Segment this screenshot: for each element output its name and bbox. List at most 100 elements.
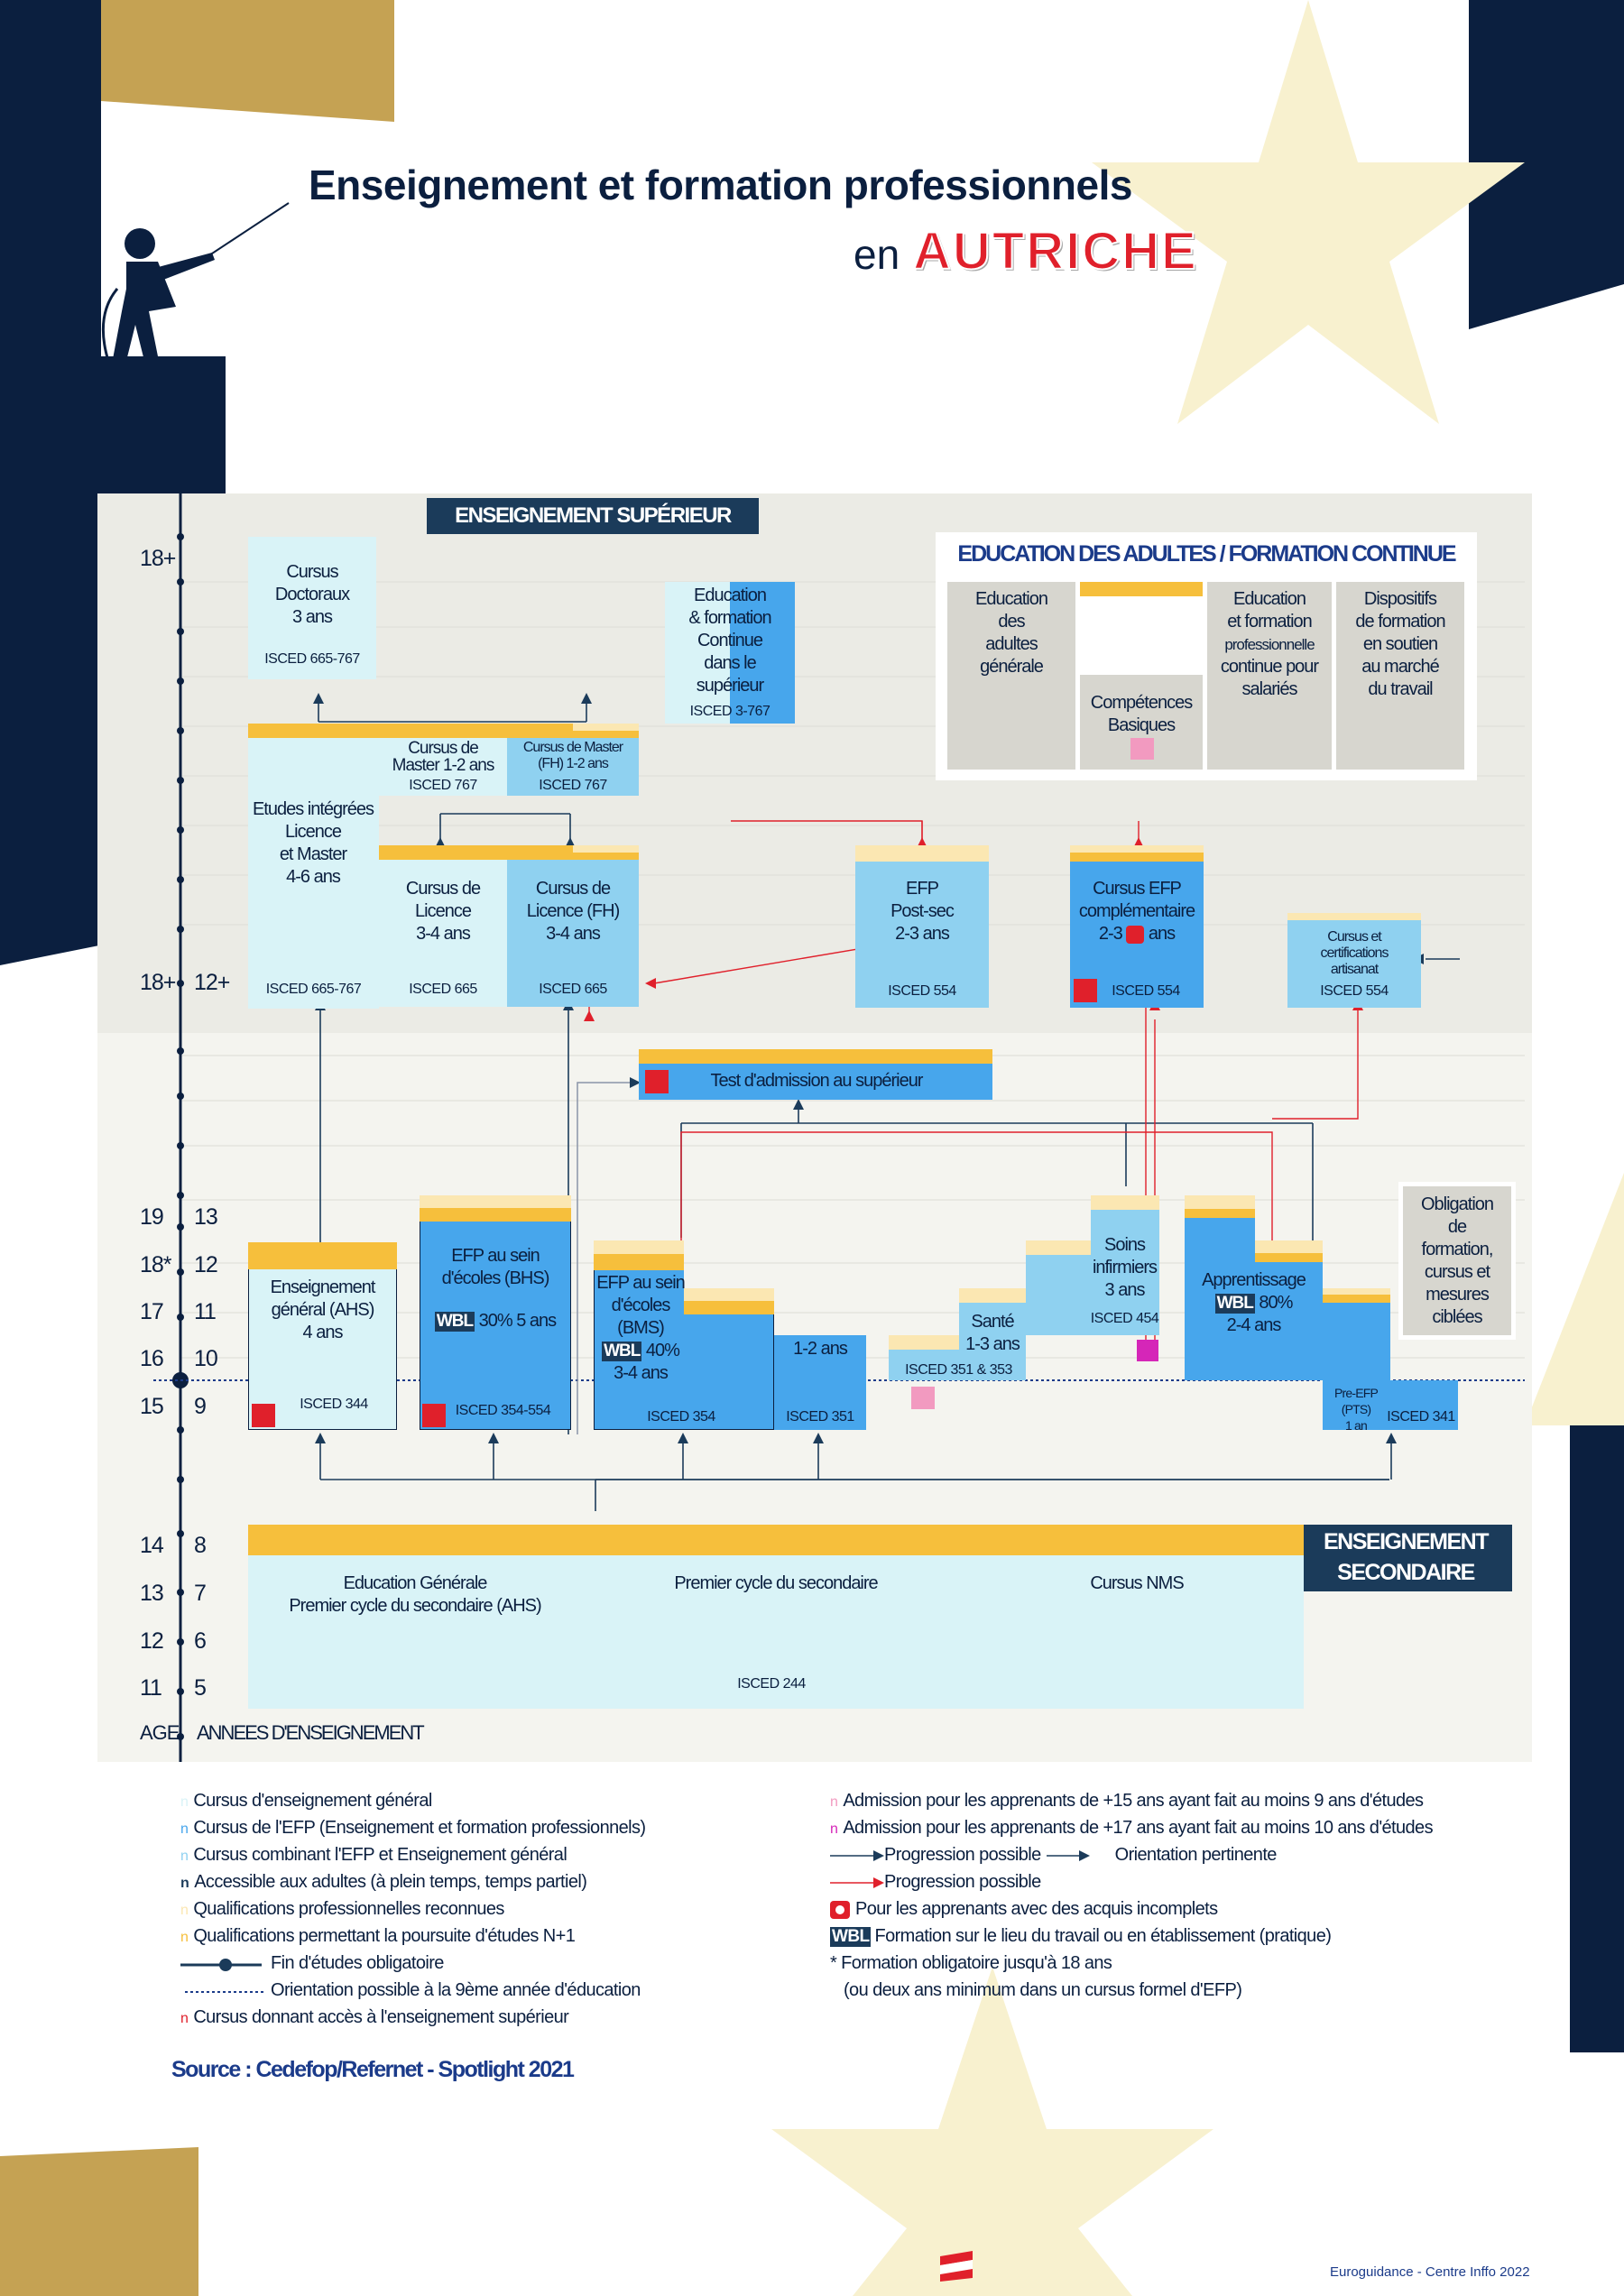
nursing-box-right xyxy=(1091,1210,1159,1335)
legend-text: Pour les apprenants avec des acquis inco… xyxy=(855,1899,1218,1919)
subtitle-prefix: en xyxy=(854,231,900,278)
austria-flag-icon xyxy=(940,2251,973,2282)
year-label: 12+ xyxy=(194,970,230,995)
admission-17-marker xyxy=(1137,1340,1158,1361)
ahs-orange-bar xyxy=(248,1242,397,1269)
age-label: 19 xyxy=(140,1204,164,1230)
years-header: ANNEES D'ENSEIGNEMENT xyxy=(197,1721,425,1744)
legend-bullet: n xyxy=(180,2011,189,2026)
navy-shape-right xyxy=(1469,0,1624,329)
secondary-header-line1: ENSEIGNEMENT xyxy=(1323,1529,1490,1554)
lower-secondary-box xyxy=(248,1555,1304,1709)
legend-text: (ou deux ans minimum dans un cursus form… xyxy=(844,1980,1242,2000)
wbl-badge: WBL xyxy=(434,1312,475,1332)
admission-test-box xyxy=(639,1064,992,1100)
legend-text: Admission pour les apprenants de +15 ans… xyxy=(843,1791,1424,1811)
licence-isced: ISCED 665 xyxy=(409,982,477,997)
postsec-isced: ISCED 554 xyxy=(888,983,956,999)
ahs-adults-marker xyxy=(252,1404,275,1427)
master-box xyxy=(379,738,507,796)
legend-item: (ou deux ans minimum dans un cursus form… xyxy=(844,1980,1242,2001)
admission-adults-marker xyxy=(645,1070,669,1093)
master-fh-label: Cursus de Master(FH) 1-2 ans xyxy=(522,740,623,771)
nursing-cream-left xyxy=(1026,1240,1091,1255)
legend-text: Orientation pertinente xyxy=(1114,1845,1278,1865)
admission-15-marker xyxy=(1130,738,1154,760)
age-header: AGE xyxy=(140,1721,180,1744)
health-cream-right xyxy=(959,1288,1026,1303)
apprentice-orange-right xyxy=(1255,1253,1323,1262)
year-label: 6 xyxy=(194,1628,207,1654)
legend-text: Accessible aux adultes (à plein temps, t… xyxy=(194,1872,587,1892)
complementary-orange xyxy=(1070,853,1204,862)
ahs-box xyxy=(248,1269,397,1430)
prevet-orange xyxy=(1323,1295,1390,1303)
legend-item: Progression possible xyxy=(884,1872,1041,1893)
wbl-badge: WBL xyxy=(602,1342,642,1361)
age-label: 11 xyxy=(140,1675,162,1701)
adult-labour-box xyxy=(1336,582,1464,770)
legend-item: Fin d'études obligatoire xyxy=(271,1953,444,1974)
postsec-cream xyxy=(855,845,989,862)
legend-text: Cursus d'enseignement général xyxy=(193,1791,432,1811)
legend-text: * Formation obligatoire jusqu'à 18 ans xyxy=(830,1953,1112,1973)
wbl-badge: WBL xyxy=(830,1927,872,1947)
navy-shape-right-bottom xyxy=(1570,1407,1624,2052)
star-right-fragment xyxy=(1525,1173,1624,1425)
legend-item: n Admission pour les apprenants de +15 an… xyxy=(830,1791,1424,1812)
crafts-box xyxy=(1287,920,1421,1008)
adult-basic-orange-bar xyxy=(1080,582,1203,596)
health-admission-15-marker xyxy=(911,1387,935,1409)
licence-fh-cream xyxy=(573,845,639,853)
legend-item: Pour les apprenants avec des acquis inco… xyxy=(855,1899,1218,1920)
year-label: 13 xyxy=(194,1204,218,1230)
lower-nms-label: Cursus NMS xyxy=(1090,1573,1184,1593)
incomplete-icon xyxy=(1126,925,1145,944)
lower-mid-label: Premier cycle du secondaire xyxy=(674,1573,878,1593)
source-text: Source : Cedefop/Refernet - Spotlight 20… xyxy=(171,2057,575,2082)
crafts-cream xyxy=(1287,913,1421,920)
bhs-isced: ISCED 354-554 xyxy=(455,1403,551,1418)
bms-short-orange xyxy=(684,1301,774,1314)
wbl-badge: WBL xyxy=(1214,1294,1255,1314)
admission-test-label: Test d'admission au supérieur xyxy=(710,1071,924,1091)
gold-shape-top xyxy=(101,0,394,122)
age-label: 18+ xyxy=(140,546,176,571)
age-label: 17 xyxy=(140,1299,164,1324)
bms-box-ext xyxy=(684,1314,774,1430)
star-top-right xyxy=(1092,0,1525,424)
legend-bullet: n xyxy=(180,1794,189,1810)
licence-fh-isced: ISCED 665 xyxy=(539,982,607,997)
prevet-label: Pre-EFP (PTS)1 an xyxy=(1333,1386,1379,1433)
age-label: 16 xyxy=(140,1346,164,1371)
nursing-cream-right xyxy=(1091,1195,1159,1210)
page-title: Enseignement et formation professionnels xyxy=(309,161,1132,208)
apprentice-orange xyxy=(1185,1209,1255,1218)
legend-bullet: n xyxy=(830,1794,838,1810)
licence-fh-box xyxy=(507,860,639,1007)
higher-orange-bar-top xyxy=(248,724,639,738)
short-vet-box xyxy=(774,1335,866,1430)
age-label: 13 xyxy=(140,1581,164,1606)
legend-bullet: n xyxy=(180,1876,189,1891)
age-label: 15 xyxy=(140,1394,164,1419)
short-vet-label: 1-2 ans xyxy=(793,1339,848,1359)
